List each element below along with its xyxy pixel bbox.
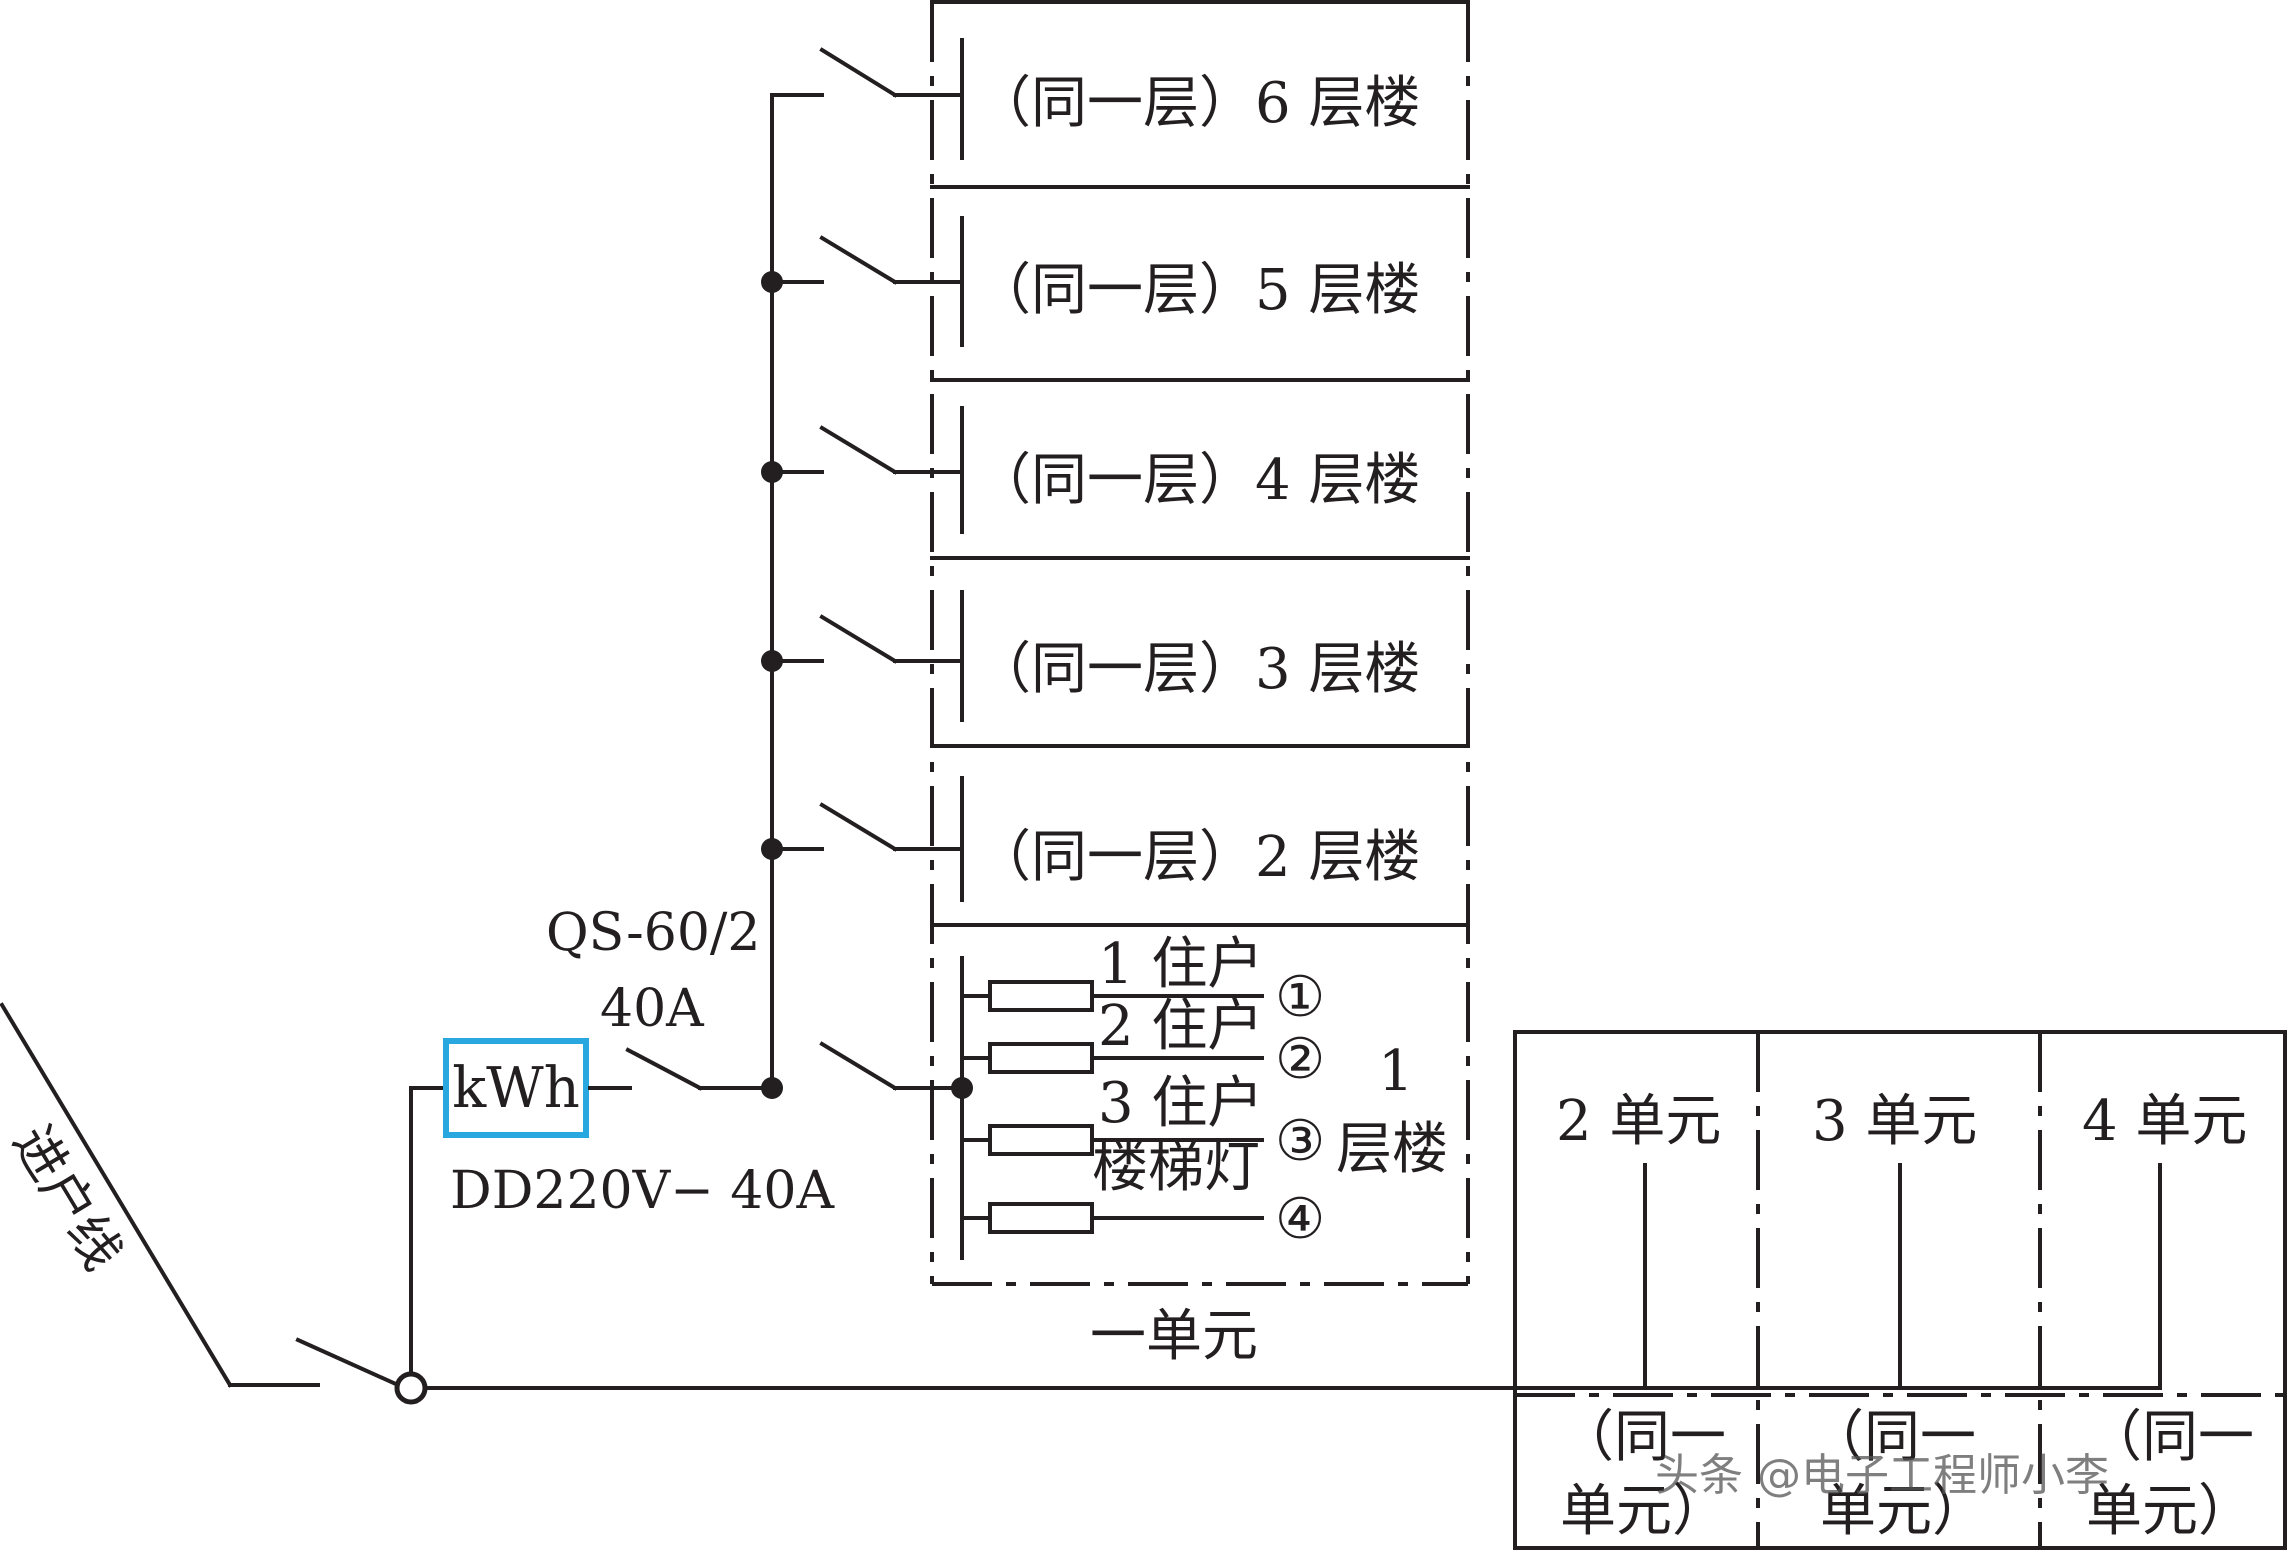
unit-4-label: 4 单元 [2082,1089,2247,1154]
branch-1-mark: ① [1275,965,1325,1030]
branch-4-label: 楼梯灯 [1092,1135,1260,1200]
floor-5-label: （同一层）5 层楼 [975,258,1420,323]
unit-2-note-2: 单元） [1560,1479,1728,1544]
unit-3-note-1: （同一 [1808,1405,1976,1470]
incoming-line: 进户线 [0,1002,428,1405]
floor-2-label: （同一层）2 层楼 [975,825,1420,890]
unit-4-note-2: 单元） [2086,1479,2254,1544]
floor-1-number: 1 [1378,1039,1414,1104]
fuse-2 [988,1042,1094,1074]
fuse-4 [988,1202,1094,1234]
branch-3-mark: ③ [1275,1109,1325,1174]
qs-switch [625,1047,703,1091]
meter-rating: DD220V− 40A [450,1161,835,1221]
switch-label-model: QS-60/2 [546,903,761,963]
unit-2-note-1: （同一 [1558,1405,1726,1470]
branch-4-mark: ④ [1275,1187,1325,1252]
floor-4-label: （同一层）4 层楼 [975,448,1420,513]
branch-2-label: 2 住户 [1098,994,1263,1059]
incoming-line-label: 进户线 [1,1116,133,1281]
unit-2-label: 2 单元 [1556,1089,1721,1154]
floor-1-suffix: 层楼 [1336,1117,1448,1182]
fuse-1 [988,980,1094,1012]
unit-1-frame [930,0,1470,1286]
unit-3-label: 3 单元 [1812,1089,1977,1154]
floor-3-label: （同一层）3 层楼 [975,637,1420,702]
floor-6-label: （同一层）6 层楼 [975,71,1420,136]
fuse-3 [988,1124,1094,1156]
unit-4-note-1: （同一 [2086,1405,2254,1470]
meter-label: kWh [452,1056,580,1121]
kwh-meter: kWh [443,1038,589,1138]
branch-2-mark: ② [1275,1027,1325,1092]
switch-label-current: 40A [600,979,705,1039]
branch-1-label: 1 住户 [1098,932,1263,997]
main-switch-terminal [394,1371,428,1405]
unit-1-label: 一单元 [1090,1304,1258,1369]
unit-3-note-2: 单元） [1820,1479,1988,1544]
floor-switches [761,47,973,1099]
watermark: 头条 @电子工程师小李 [1655,1450,2109,1501]
floor-1-branches [960,980,1264,1234]
other-units-frame [1513,1030,2287,1550]
branch-3-label: 3 住户 [1098,1071,1263,1136]
